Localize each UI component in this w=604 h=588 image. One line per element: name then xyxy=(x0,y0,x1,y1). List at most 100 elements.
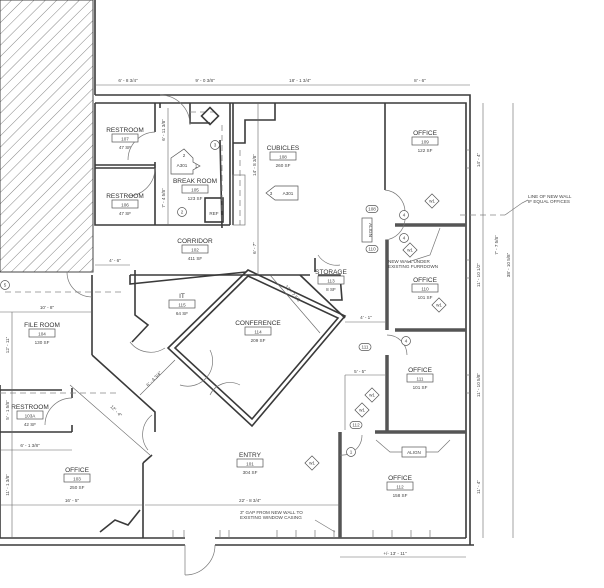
room-name: FILE ROOM xyxy=(24,322,60,329)
room-name: CUBICLES xyxy=(267,145,300,152)
note: NEW WALL UNDER xyxy=(388,259,430,264)
keynote-circle-shape xyxy=(0,280,10,290)
room-number: 104 xyxy=(38,332,46,337)
annotations: LINE OF NEW WALL IF EQUAL OFFICES NEW WA… xyxy=(240,194,572,520)
keynote-number: 4 xyxy=(403,236,406,241)
wall-type-tag: w1 xyxy=(304,455,320,471)
room-number: 109 xyxy=(421,140,429,145)
wall-type-tag: w1 xyxy=(364,387,380,403)
keynote-circle: 3 xyxy=(210,140,220,150)
keynote-number: 4 xyxy=(405,339,408,344)
room-number: 107 xyxy=(121,137,129,142)
dimension-label: 11' - 10 1/2" xyxy=(476,263,481,287)
dimension-label: 10' - 8" xyxy=(40,305,55,310)
room-number-box xyxy=(181,184,209,194)
room-number-box xyxy=(111,199,139,209)
align-tag-horizontal: ALIGN xyxy=(375,439,451,458)
keynote-circle-shape xyxy=(399,210,409,220)
keynote-circle: 4 xyxy=(399,210,409,220)
wall-type-diamond xyxy=(304,455,320,471)
room-name: CORRIDOR xyxy=(177,238,213,245)
room-area: 101 SF xyxy=(418,295,433,300)
dimension-label: 18' - 1 3/4" xyxy=(289,78,311,83)
note: IF EQUAL OFFICES xyxy=(528,199,570,204)
door-tag: 111 xyxy=(358,343,372,351)
room-name: RESTROOM xyxy=(106,193,144,200)
door-tag-label: 112 xyxy=(352,423,360,428)
dimension-label: 7' - 4 5/8" xyxy=(161,188,166,208)
room-number-box xyxy=(63,473,91,483)
align-label: ALIGN xyxy=(368,223,373,237)
note: EXISTING FURRDOWN xyxy=(388,264,438,269)
wall-type-label: w1 xyxy=(407,248,413,253)
section-number: 2 xyxy=(183,153,186,158)
room-number-box xyxy=(411,136,439,146)
keynote-circle: 4 xyxy=(399,233,409,243)
wall-type-label: w1 xyxy=(436,303,442,308)
door-tag-oval xyxy=(365,205,379,213)
wall-type-tag: w1 xyxy=(424,193,440,209)
room-number: 113 xyxy=(327,279,335,284)
dimension-label: 38' - 10 5/8" xyxy=(506,252,511,277)
dimension-label: 6' - 7" xyxy=(252,242,257,254)
room-number-box xyxy=(16,410,44,420)
keynote-number: 5 xyxy=(4,283,7,288)
room-number-box xyxy=(168,299,196,309)
wall-type-label: w1 xyxy=(429,199,435,204)
door-tag-label: 110 xyxy=(368,247,376,252)
keynote-circle: 4 xyxy=(401,336,411,346)
dimension-lines xyxy=(0,84,529,558)
dimension-label: 14' - 8 3/8" xyxy=(252,154,257,176)
wall-type-tag: w1 xyxy=(402,242,418,258)
keynote-circle: 2 xyxy=(177,207,187,217)
room-area: 304 SF xyxy=(243,470,258,475)
dimension-label: 6' - 11 3/8" xyxy=(161,119,166,141)
room-area: 64 SF xyxy=(176,311,188,316)
door-tag: 108 xyxy=(365,205,379,213)
room-name: IT xyxy=(179,293,185,300)
section-label: A301 xyxy=(283,191,294,196)
room-number-box xyxy=(386,481,414,491)
door-tag-label: 111 xyxy=(362,345,369,350)
align-label: ALIGN xyxy=(407,450,421,455)
room-area: 250 SF xyxy=(70,485,85,490)
room-name: ENTRY xyxy=(239,452,262,459)
wall-type-label: w1 xyxy=(369,393,375,398)
keynote-circle-shape xyxy=(177,207,187,217)
room-area: 42 SF xyxy=(24,422,36,427)
room-label: FILE ROOM 104 130 SF xyxy=(24,322,60,345)
dimension-label: 5' - 5" xyxy=(354,369,366,374)
wall-type-label: w1 xyxy=(309,461,315,466)
wall-type-label: w1 xyxy=(359,408,365,413)
dimension-label: 11' - 10 5/8" xyxy=(476,373,481,397)
room-number-box xyxy=(181,244,209,254)
wall-type-diamond xyxy=(364,387,380,403)
door-swings xyxy=(44,94,408,576)
room-area: 130 SF xyxy=(35,340,50,345)
room-number: 111 xyxy=(417,377,424,382)
note: 3" GAP FROM NEW WALL TO xyxy=(240,510,303,515)
door-tag: 112 xyxy=(349,421,363,429)
dimension-label: 11' - 1 3/8" xyxy=(5,474,10,496)
wall-type-tag: w1 xyxy=(431,297,447,313)
dimension-label: 12' - 11" xyxy=(5,336,10,353)
wall-type-diamond xyxy=(402,242,418,258)
keynote-number: 4 xyxy=(403,213,406,218)
room-name: CONFERENCE xyxy=(235,320,281,327)
door-tag-oval xyxy=(365,245,379,253)
keynote-number: 1 xyxy=(350,450,353,455)
dimension-label: 9' - 0 3/8" xyxy=(195,78,215,83)
